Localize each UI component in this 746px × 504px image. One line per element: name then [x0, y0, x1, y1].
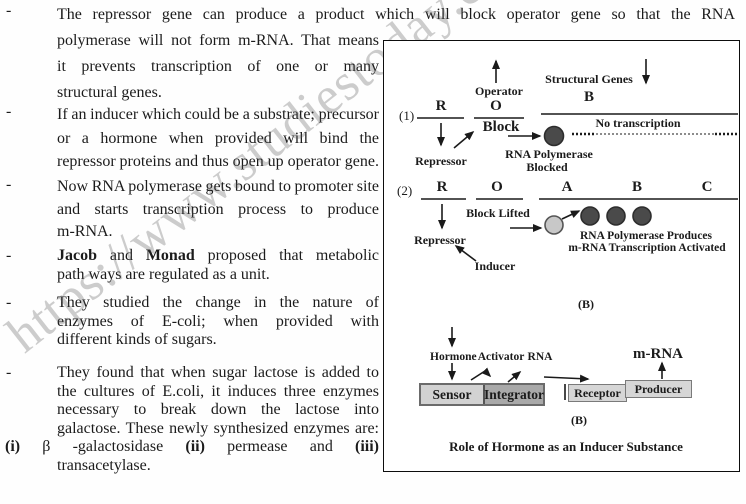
s2-produces-line2: m-RNA Transcription Activated	[568, 242, 726, 254]
s1-r-label: R	[435, 98, 447, 114]
s2-mrna-dot-2	[606, 206, 626, 226]
text-line: or a hormone when provided will bind the	[57, 129, 379, 147]
bullet-dash: -	[6, 294, 12, 311]
s1-rna-polymerase-blocked-circle	[543, 125, 565, 147]
text-line: Jacob and Monad proposed that metabolic	[57, 247, 380, 264]
s2-o-label: O	[491, 179, 503, 195]
sensor-box: Sensor	[421, 385, 485, 404]
s2-block-lifted-label: Block Lifted	[466, 206, 530, 220]
text-line: structural genes.	[57, 84, 162, 101]
s3-rna-up-arrow	[507, 370, 522, 383]
receptor-label: Receptor	[574, 385, 621, 400]
s3-activator-label: Activator	[477, 351, 525, 363]
s1-blocked-label: Blocked	[526, 160, 568, 174]
producer-box: Producer	[625, 380, 692, 398]
text-line: (i) β -galactosidase (ii) permease and (…	[5, 438, 379, 455]
bullet-dash: -	[6, 2, 12, 19]
s1-block-label: Block	[482, 119, 520, 135]
text-line: path ways are regulated as a unit.	[57, 265, 270, 283]
s2-repressor-label: Repressor	[414, 233, 466, 247]
s2-number-label: (2)	[397, 183, 413, 198]
s1-structural-genes-label: Structural Genes	[545, 72, 633, 86]
producer-label: Producer	[634, 381, 683, 396]
s2-mrna-dot-3	[632, 206, 652, 226]
s1-b-label: B	[583, 89, 595, 105]
sensor-integrator-block: Sensor Integrator	[419, 383, 545, 406]
text-line: m-RNA.	[57, 223, 113, 240]
s3-rna-label: RNA	[527, 351, 553, 363]
bullet-dash: -	[6, 176, 12, 193]
integrator-label: Integrator	[484, 386, 544, 402]
s3-to-receptor-arrow	[543, 374, 590, 383]
text-line: the cultures of E.coli, it induces three…	[57, 382, 379, 400]
text-line: repressor proteins and thus open up oper…	[57, 153, 379, 170]
sensor-label: Sensor	[432, 386, 472, 402]
receptor-box: Receptor	[568, 384, 627, 402]
text-line: transacetylase.	[57, 456, 151, 474]
s1-o-label: O	[490, 98, 502, 114]
text-line: different kinds of sugars.	[57, 331, 217, 349]
paragraph-three-enzymes: (i) β -galactosidase (ii) permease and (…	[5, 438, 379, 475]
s2-c-label: C	[701, 179, 713, 195]
s2-inducer-label: Inducer	[474, 259, 516, 273]
text-line: enzymes of E-coli; when provided with	[57, 312, 379, 330]
s1-repressor-to-operator-arrow	[453, 130, 475, 149]
s3-hormone-label: Hormone	[430, 351, 477, 363]
s1-operator-label: Operator	[475, 84, 523, 98]
text-line: it prevents transcription of one or many	[57, 58, 379, 75]
paragraph-rna-polymerase: Now RNA polymerase gets bound to promote…	[57, 176, 379, 244]
s2-inducer-arrow	[454, 245, 477, 262]
s1-repressor-label: Repressor	[415, 154, 467, 168]
s2-rna-polymerase-circle	[544, 215, 564, 235]
s2-b-gene-label: B	[631, 179, 643, 195]
s1-number-label: (1)	[399, 108, 415, 123]
bullet-dash: -	[6, 247, 12, 264]
integrator-box: Integrator	[484, 385, 544, 404]
s2-polymerase-to-gene-arrow	[561, 210, 581, 220]
s2-a-label: A	[561, 179, 573, 195]
diagram-caption: Role of Hormone as an Inducer Substance	[449, 439, 683, 454]
paragraph-lactose: They found that when sugar lactose is ad…	[57, 364, 379, 438]
s2-r-label: R	[436, 179, 448, 195]
paragraph-enzymes-ecoli: They studied the change in the nature of…	[57, 294, 379, 350]
s1-no-transcription-label: No transcription	[595, 116, 681, 130]
text-line: Now RNA polymerase gets bound to promote…	[57, 178, 379, 195]
bullet-dash: -	[6, 103, 12, 120]
text-line: The repressor gene can produce a product…	[57, 6, 735, 23]
text-line: If an inducer which could be a substrate…	[57, 106, 379, 123]
text-line: polymerase will not form m-RNA. That mea…	[57, 32, 379, 49]
s2-mrna-dot-1	[580, 206, 600, 226]
s3-b-section-label: (B)	[571, 413, 587, 427]
text-line: They found that when sugar lactose is ad…	[57, 364, 379, 381]
s3-activator-bent-arrow	[470, 367, 492, 381]
paragraph-repressor-gene: The repressor gene can produce a product…	[57, 2, 735, 106]
diagram-panel: (1) R Repressor Operator O Block Structu…	[383, 40, 740, 472]
paragraph-inducer: If an inducer which could be a substrate…	[57, 103, 379, 174]
s3-mrna-label: m-RNA	[633, 346, 683, 362]
text-line: necessary to break down the lactose into	[57, 401, 379, 419]
text-line: and starts transcription process to prod…	[57, 200, 379, 218]
s1-rna-polymerase-label: RNA Polymerase	[505, 147, 593, 161]
paragraph-jacob-monad: Jacob and Monad proposed that metabolic …	[57, 247, 379, 284]
s2-produces-line1: RNA Polymerase Produces	[579, 230, 713, 242]
text-line: galactose. These newly synthesized enzym…	[57, 419, 379, 437]
s2-b-section-label: (B)	[578, 297, 594, 311]
text-line: They studied the change in the nature of	[57, 294, 379, 311]
bullet-dash: -	[6, 364, 12, 381]
